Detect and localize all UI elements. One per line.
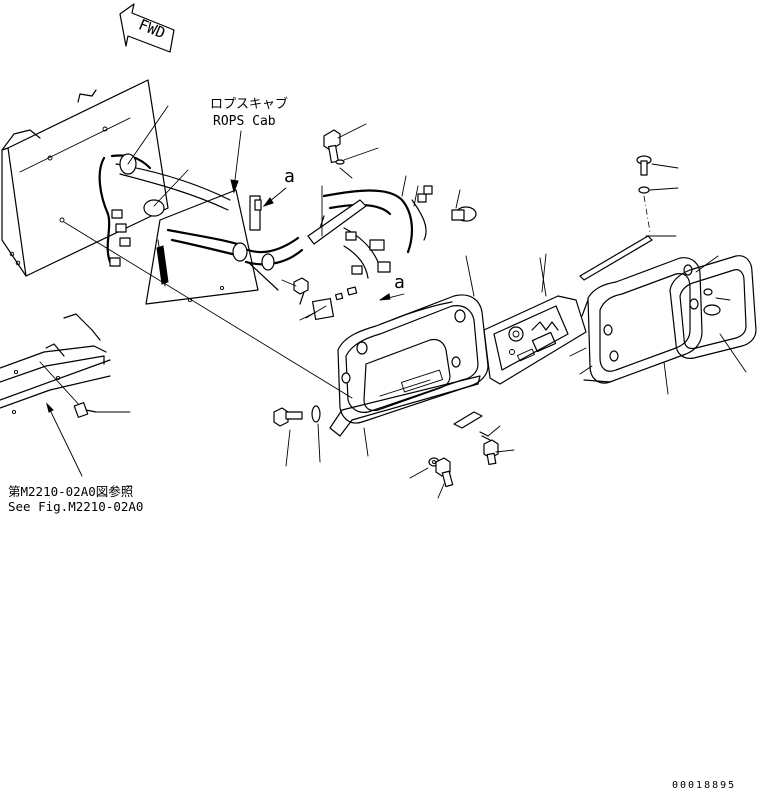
hose [166,228,304,291]
dash-bolt-left [281,277,309,305]
cab-side-panel [1,79,169,277]
sensor-bulb [451,189,477,222]
gauge-face-plate [483,257,587,385]
lower-bolt-middle [483,439,499,466]
dash-connector-pointer: a [334,272,405,301]
rops-label-en: ROPS Cab [213,114,276,129]
rops-label-jp: ロプスキャブ [210,96,288,112]
connector-block [299,297,335,321]
rops-cab-callout: ロプスキャブ ROPS Cab [210,96,288,194]
rod-part [307,199,367,245]
leader-lines [127,105,747,499]
spacer-plate [453,411,483,429]
outer-bezel [669,255,757,359]
instrument-panel-frame [337,294,489,424]
dash-wire-harness [315,185,433,279]
right-washer [638,186,679,233]
lower-bolt-left [273,405,321,427]
connector-label-a-2: a [394,272,405,293]
cab-cover-panel [145,189,259,305]
small-spring [479,431,491,441]
reference-label-en: See Fig.M2210-02A0 [8,499,143,514]
reference-pointer: 第M2210-02A0図参照 See Fig.M2210-02A0 [8,402,143,514]
panel-base-plate [329,375,481,437]
trim-strip [579,235,677,281]
drawing-number: 00018895 [672,780,736,791]
right-screw [636,155,679,176]
connector-label-a-1: a [284,166,295,187]
meter-cover-housing [581,257,703,384]
fwd-arrow: FWD [119,3,175,53]
upper-bolt [323,123,379,165]
alignment-line [63,221,353,399]
floor-bolt [73,402,131,418]
reference-label-jp: 第M2210-02A0図参照 [8,484,133,499]
lower-bolt-right [435,457,454,488]
clip-bracket: a [249,166,295,231]
floor-frame [0,313,111,415]
